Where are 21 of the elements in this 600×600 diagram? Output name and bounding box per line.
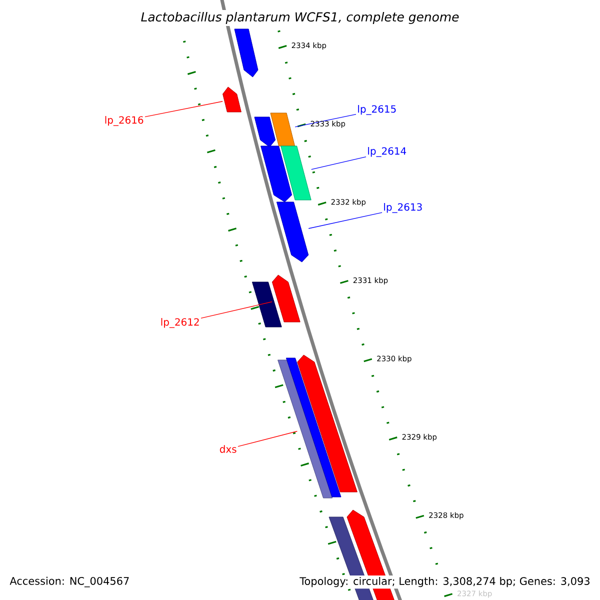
footer-text: Topology: circular; Length: 3,308,274 bp; Genes: 3,093 [298,575,592,589]
gene-label: lp_2614 [368,147,406,157]
leader-line [294,114,356,128]
footer-text: Accession: NC_004567 [8,575,132,589]
gene-label: dxs [220,445,236,453]
leader-line [200,301,272,319]
gene-feature [280,146,312,200]
gene-feature [297,354,358,492]
leader-line [311,156,366,170]
leader-line [144,101,223,118]
gene-label: lp_2613 [384,203,422,213]
title: Lactobacillus plantarum WCFS1, complete genome [138,10,462,26]
leader-line [308,212,382,229]
gene-label: lp_2616 [105,116,144,126]
gene-feature [272,274,300,322]
gene-feature [270,112,296,146]
leader-line [238,430,298,447]
gene-label: lp_2615 [358,105,396,115]
gene-feature [222,86,242,112]
gene-label: lp_2612 [161,318,199,328]
gene-feature [276,202,309,262]
